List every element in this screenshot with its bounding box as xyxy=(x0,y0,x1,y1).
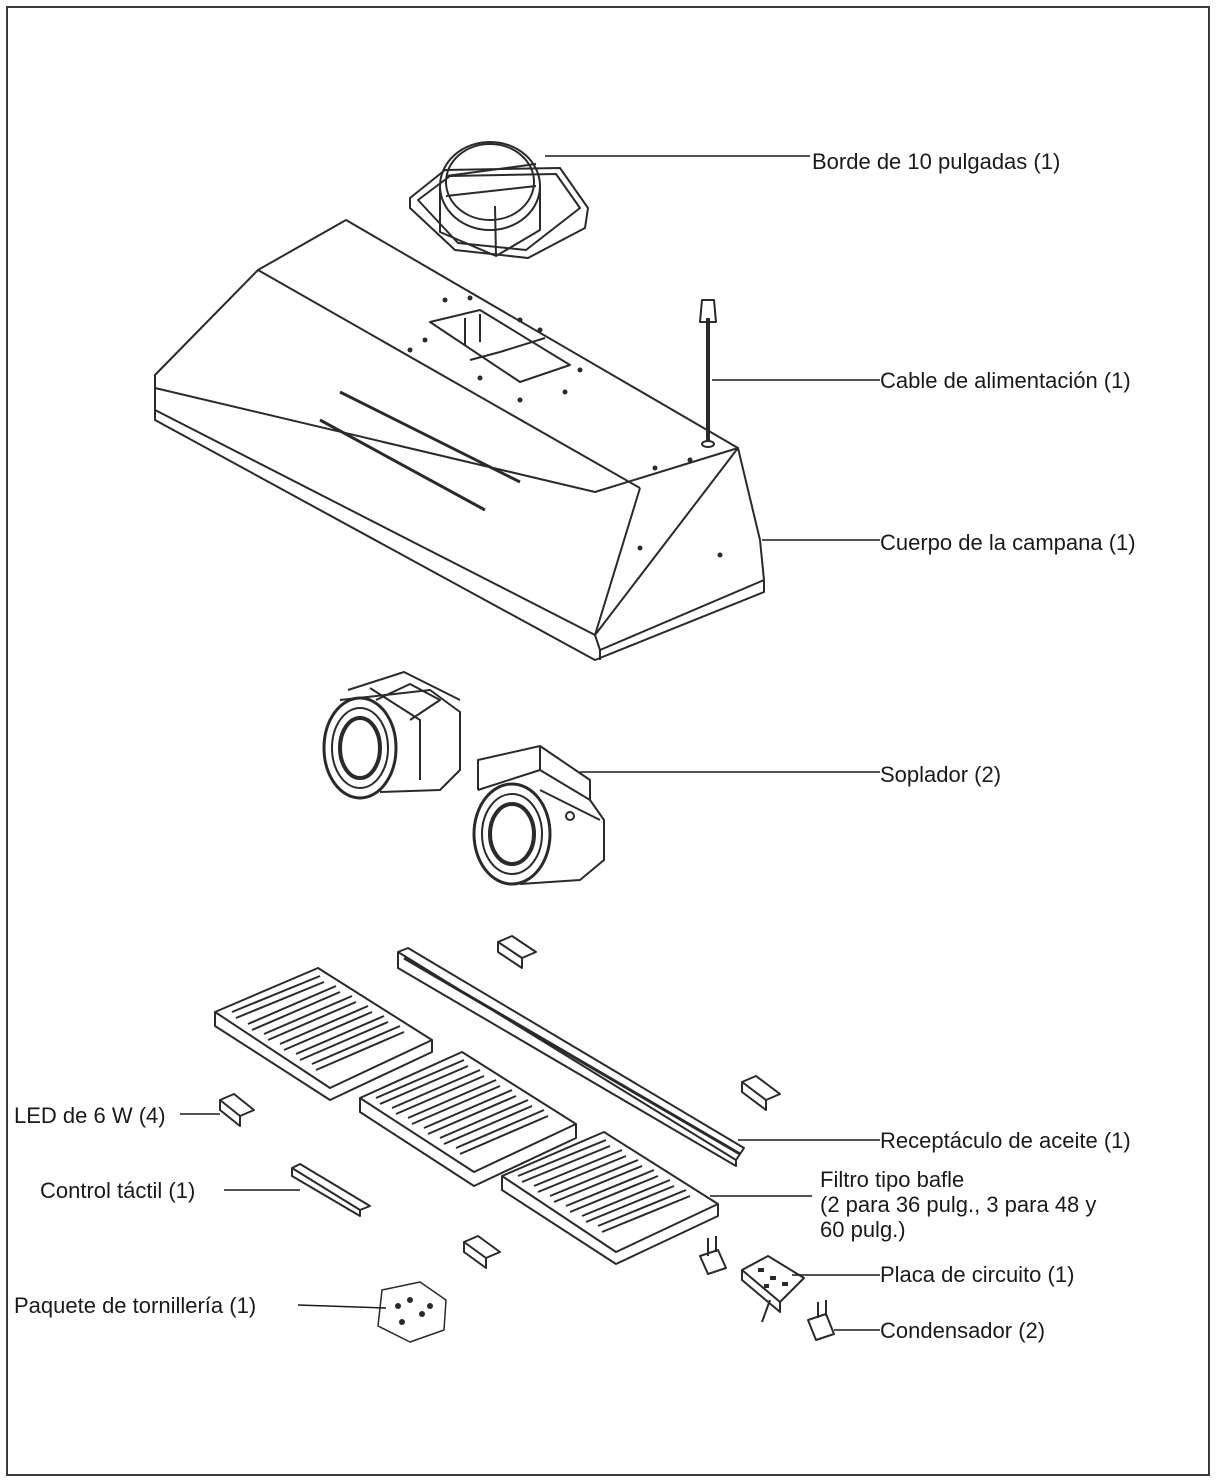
label-baffle-filter: Filtro tipo bafle (2 para 36 pulg., 3 pa… xyxy=(820,1167,1096,1242)
leader-lines xyxy=(180,155,880,1331)
baffle-filter-part-1 xyxy=(214,967,433,1101)
power-cable-part xyxy=(699,299,717,448)
label-blower: Soplador (2) xyxy=(880,762,1002,787)
label-baffle-filter-line2: (2 para 36 pulg., 3 para 48 y xyxy=(820,1192,1097,1217)
circuit-board-part xyxy=(741,1255,805,1323)
label-led: LED de 6 W (4) xyxy=(14,1103,166,1128)
label-capacitor: Condensador (2) xyxy=(880,1318,1046,1343)
capacitor-part xyxy=(699,1236,835,1341)
oil-tray-part xyxy=(397,947,745,1167)
collar-part xyxy=(409,141,589,259)
label-baffle-filter-line3: 60 pulg.) xyxy=(820,1217,906,1242)
touch-control-part xyxy=(291,1163,371,1217)
label-oil-tray: Receptáculo de aceite (1) xyxy=(880,1128,1131,1153)
blower-part-1 xyxy=(322,671,461,800)
blower-part-2 xyxy=(472,745,605,886)
label-touch-control: Control táctil (1) xyxy=(40,1178,196,1203)
diagram-frame xyxy=(6,6,1210,1476)
baffle-filter-part-2 xyxy=(359,1051,577,1187)
hood-body-part xyxy=(154,219,765,661)
label-collar: Borde de 10 pulgadas (1) xyxy=(812,149,1061,174)
hardware-bag-part xyxy=(377,1281,447,1343)
label-power-cable: Cable de alimentación (1) xyxy=(880,368,1131,393)
led-part xyxy=(219,935,781,1269)
label-circuit-board: Placa de circuito (1) xyxy=(880,1262,1075,1287)
label-hardware-bag: Paquete de tornillería (1) xyxy=(14,1293,257,1318)
baffle-filter-part-3 xyxy=(501,1131,719,1265)
label-hood-body: Cuerpo de la campana (1) xyxy=(880,530,1136,555)
label-baffle-filter-line1: Filtro tipo bafle xyxy=(820,1167,965,1192)
